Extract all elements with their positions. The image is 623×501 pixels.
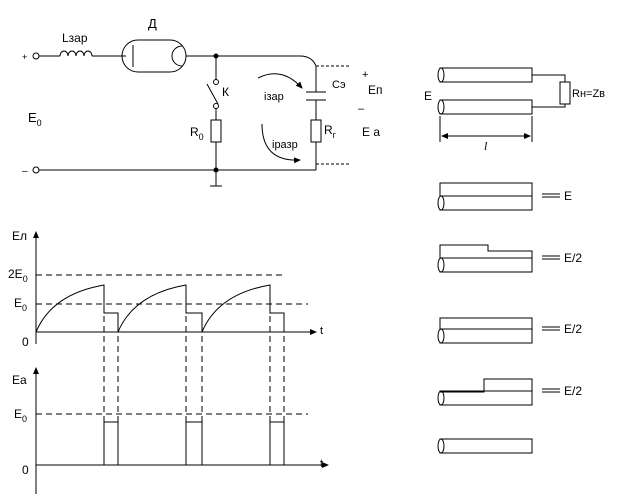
inductor-coil [59,50,93,57]
bottom-x-label: t [320,458,323,470]
load-label: Rн=Zв [572,88,605,100]
diode-label: Д [148,16,157,31]
discharge-current-label: iразр [272,139,298,151]
line-model [437,67,571,142]
charging-circuit [32,39,350,187]
stage-conductor [439,328,533,344]
conductor-end [437,390,445,406]
top-origin-label: 0 [22,335,29,349]
stage-conductor [439,195,533,211]
anode-pulse-waveform [103,421,285,465]
switch-blade [206,83,219,105]
conductor-end [437,328,445,344]
graph-line-voltage [33,231,317,344]
line-conductor-top [439,67,533,83]
switch-label: К [222,85,229,99]
ep-minus-sign: – [358,103,365,115]
charge-current-arrow [257,73,303,89]
stage-2: E/2 [437,244,582,273]
stage-level-label: E/2 [564,251,582,265]
r0-resistor [210,119,222,143]
line-e-label: E [424,89,432,103]
rg-resistor [310,119,322,143]
stage-4: E/2 [437,378,582,406]
ea-label: Е а [362,125,380,139]
length-label: l [484,139,488,153]
top-2e0-label: 2E0 [8,267,28,284]
stage-conductor [439,438,533,454]
ep-label: Еп [368,83,383,97]
charge-current-label: iзар [264,91,284,103]
stage-sequence: EE/2E/2E/2 [437,182,582,454]
bottom-y-label: Еа [12,373,27,387]
charged-layer [439,317,533,330]
bottom-e0-label: E0 [14,407,27,424]
bottom-origin-label: 0 [22,463,29,477]
source-label: E0 [28,110,42,128]
stage-level-label: E/2 [564,384,582,398]
conductor-end [437,257,445,273]
conductor-end [437,195,445,211]
plus-terminal-label: + [22,52,27,62]
charged-layer [439,182,533,196]
stage-5 [437,438,533,454]
stage-3: E/2 [437,317,582,344]
stage-conductor [439,390,533,406]
charged-layer [439,244,533,258]
minus-terminal-label: – [22,166,28,177]
conductor-end [437,438,445,454]
switch-contact-top [213,79,219,85]
top-x-label: t [320,325,323,337]
sync-lines [103,316,285,422]
inductor-label: Lзар [62,31,88,45]
stage-level-label: E/2 [564,322,582,336]
minus-terminal-node [32,166,40,174]
ep-plus-sign: + [362,69,368,81]
stage-conductor [439,257,533,273]
capacitor-label: Сэ [332,79,346,91]
stage-level-label: E [564,189,572,203]
load-resistor [559,81,571,105]
charged-layer [440,378,533,393]
discharge-current-arrow [261,123,301,164]
diode-tube [121,39,187,73]
line-conductor-bottom [439,99,533,115]
top-e0-label: E0 [14,296,27,313]
plus-terminal-node [32,52,40,60]
rg-label: Rг [324,123,337,140]
graph-anode-voltage [33,367,329,494]
stage-1: E [437,182,572,211]
r0-label: R0 [190,125,204,142]
top-y-label: Ел [12,229,27,243]
line-voltage-waveform [35,284,285,333]
